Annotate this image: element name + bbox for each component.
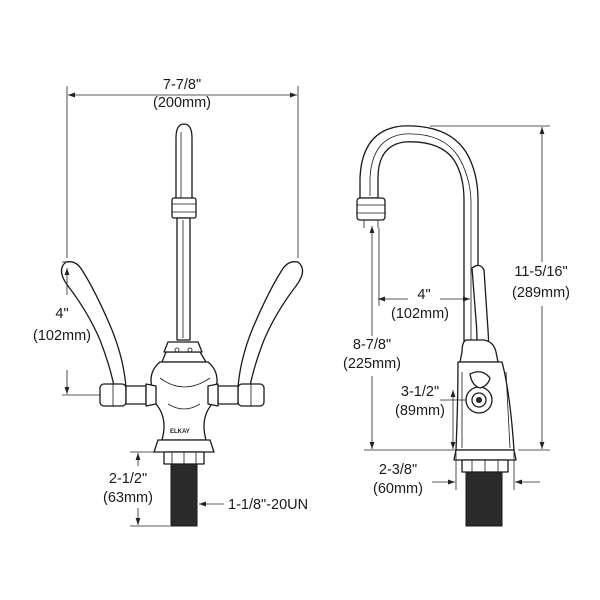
overall-width-dimension: 7-7/8" (200mm) (66, 77, 299, 258)
handle-height-metric: (102mm) (33, 328, 91, 344)
front-right-handle (207, 261, 304, 407)
handle-height-imperial: 4" (55, 306, 68, 322)
shank-length-dimension: 2-1/2" (63mm) (103, 451, 170, 527)
front-valve-body: ELKAY (150, 341, 218, 441)
front-shank (153, 439, 215, 527)
shank-length-imperial: 2-1/2" (109, 471, 147, 487)
thread-spec-callout: 1-1/8"-20UN (199, 497, 308, 513)
handle-center-height-imperial: 3-1/2" (401, 384, 439, 400)
overall-height-metric: (289mm) (512, 285, 570, 301)
front-left-handle (60, 261, 157, 407)
front-view: 7-7/8" (200mm) ELKAY (33, 77, 308, 527)
base-width-metric: (60mm) (373, 481, 423, 497)
handle-center-height-metric: (89mm) (395, 403, 445, 419)
spout-reach-imperial: 4" (417, 287, 430, 303)
spout-reach-dimension: 4" (102mm) (378, 228, 470, 322)
overall-height-dimension: 11-5/16" (289mm) (430, 125, 570, 451)
side-view: 11-5/16" (289mm) 4" (102mm) 8-7/8" (225m… (343, 125, 570, 527)
handle-height-dimension: 4" (102mm) (33, 261, 100, 396)
spout-height-dimension: 8-7/8" (225mm) (343, 226, 456, 451)
front-spout (171, 123, 197, 341)
handle-center-height-dimension: 3-1/2" (89mm) (395, 384, 466, 449)
spout-reach-metric: (102mm) (391, 306, 449, 322)
overall-width-metric: (200mm) (153, 95, 211, 111)
side-spout (356, 125, 479, 361)
overall-height-imperial: 11-5/16" (514, 264, 567, 280)
base-width-dimension: 2-3/8" (60mm) (373, 452, 540, 497)
side-valve-body (455, 339, 515, 451)
side-shank (453, 449, 517, 527)
thread-spec-label: 1-1/8"-20UN (228, 497, 308, 513)
spout-height-metric: (225mm) (343, 356, 401, 372)
overall-width-imperial: 7-7/8" (163, 77, 201, 93)
brand-label: ELKAY (170, 429, 190, 435)
base-width-imperial: 2-3/8" (379, 462, 417, 478)
shank-length-metric: (63mm) (103, 490, 153, 506)
spout-height-imperial: 8-7/8" (353, 337, 391, 353)
